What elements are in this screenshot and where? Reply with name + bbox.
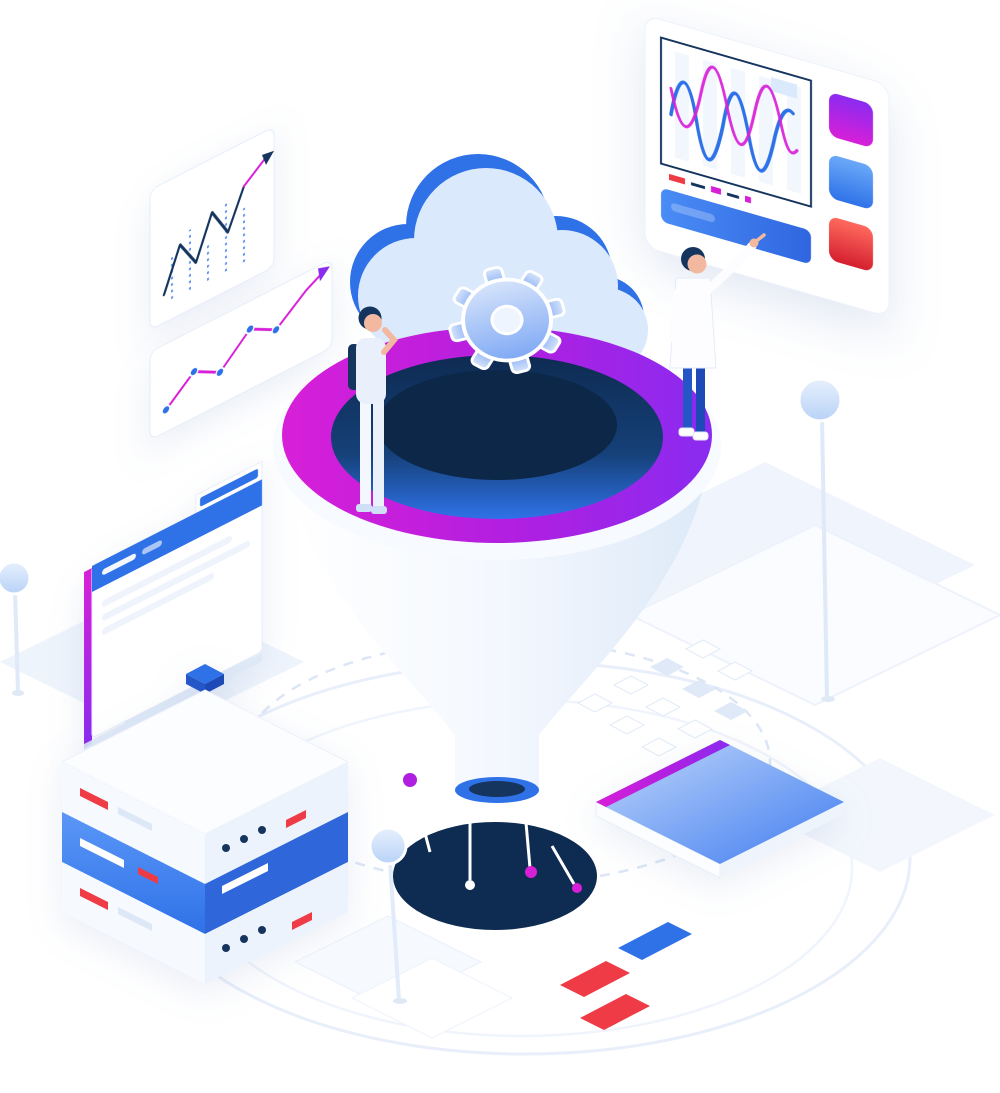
tablet-panel	[595, 740, 844, 879]
platform-right-front	[627, 523, 1000, 707]
browser-tab-fill	[200, 469, 258, 507]
arrow-bars	[560, 922, 692, 1030]
server-stack	[60, 664, 350, 984]
browser-edge-stripe	[84, 568, 92, 749]
kpi-square-red	[829, 217, 873, 271]
line-chart-panel	[149, 129, 275, 328]
server-led-bars-left	[80, 788, 158, 931]
dashboard-kpi-squares	[829, 93, 873, 271]
platform-right-low	[765, 758, 995, 872]
person-thinking-torso	[356, 338, 386, 404]
node-dot-1	[403, 773, 417, 787]
node-stick-1	[410, 783, 432, 853]
gear-hole	[490, 304, 524, 336]
map-pin-right-head	[797, 377, 843, 423]
person-thinking-shoe-right	[371, 506, 387, 514]
screen-legend-chip	[771, 77, 797, 99]
map-pin-bottom-head	[368, 826, 408, 866]
server-vents-right	[222, 810, 312, 952]
gear-icon	[447, 264, 567, 376]
map-pin-left-stick	[13, 591, 20, 693]
server-left-band-1	[62, 762, 205, 884]
tablet-edge-stripe	[596, 740, 730, 807]
dashboard-screen-chart	[660, 36, 812, 208]
tablet-side-right	[720, 802, 844, 876]
funnel-tip-hole	[469, 781, 525, 797]
platform-bottom-b	[350, 957, 514, 1039]
server-knob-left	[186, 674, 205, 694]
server-right-band-1	[205, 762, 348, 884]
data-well-pool	[393, 822, 597, 930]
zigzag-arrow-shaft	[242, 158, 266, 188]
person-pointing-arm-down	[668, 288, 682, 342]
person-pointing-leg-right	[696, 366, 705, 434]
map-pin-bottom-base	[393, 998, 407, 1004]
map-pin-left-head	[0, 560, 32, 596]
node-dot-4	[572, 883, 582, 893]
browser-header-dash-1	[102, 553, 136, 575]
person-thinking-face	[364, 314, 382, 332]
dot-markers	[161, 323, 281, 416]
node-dot-2	[465, 880, 475, 890]
server-left-band-2	[62, 812, 205, 934]
person-pointing-shoe-left	[678, 427, 695, 437]
map-pin-left	[0, 560, 32, 696]
server-left-band-3	[62, 862, 205, 984]
server-knob-right	[205, 674, 224, 694]
dot-line-arrow-head	[318, 266, 330, 282]
kpi-square-blue	[829, 155, 873, 209]
map-pin-left-base	[12, 690, 24, 696]
data-well	[393, 773, 597, 930]
wave-blue	[669, 80, 795, 173]
map-pin-right-base	[821, 696, 835, 702]
node-stick-4	[550, 845, 576, 885]
browser-header-dash-2	[142, 540, 162, 555]
map-pin-bottom-stick	[388, 861, 401, 1001]
zigzag-line	[162, 184, 246, 297]
map-pin-right	[797, 377, 843, 702]
dashboard-tick-marks	[669, 173, 751, 204]
node-stick-3	[522, 799, 532, 869]
screen-columns	[675, 51, 801, 194]
funnel-opening-depth	[377, 370, 617, 480]
zigzag-arrow-head	[262, 150, 274, 165]
person-thinking-leg-left	[360, 400, 371, 506]
person-pointing-face	[687, 254, 707, 274]
map-pin-bottom	[368, 826, 408, 1004]
wave-magenta	[669, 65, 799, 155]
arrow-bar-blue	[618, 922, 692, 960]
dot-line-chart-panel	[149, 261, 333, 438]
kpi-square-purple	[829, 93, 873, 147]
browser-content-lines	[102, 535, 250, 635]
browser-header	[92, 479, 262, 592]
map-pin-right-stick	[820, 417, 829, 699]
person-thinking	[348, 306, 398, 514]
server-right-band-3	[205, 862, 348, 984]
person-thinking-shoe-left	[356, 504, 372, 512]
dashboard-panel	[644, 17, 890, 315]
dot-line-chart-bg	[149, 261, 333, 438]
person-pointing-finger	[752, 233, 766, 245]
person-pointing-shoe-right	[692, 431, 709, 441]
dashboard-blue-bar	[661, 189, 811, 263]
arrow-bar-red-2	[580, 994, 650, 1030]
dashboard-blue-bar-highlight	[671, 203, 715, 223]
person-pointing-arm-up	[703, 241, 757, 295]
person-thinking-arm	[381, 327, 398, 355]
server-right-band-2	[205, 812, 348, 934]
person-thinking-leg-right	[373, 400, 384, 506]
node-dot-3	[525, 866, 537, 878]
person-pointing	[668, 233, 766, 441]
arrow-bar-red-1	[560, 961, 630, 997]
person-pointing-leg-left	[683, 366, 692, 430]
line-chart-panel-bg	[149, 129, 275, 328]
tablet-top	[596, 740, 844, 864]
